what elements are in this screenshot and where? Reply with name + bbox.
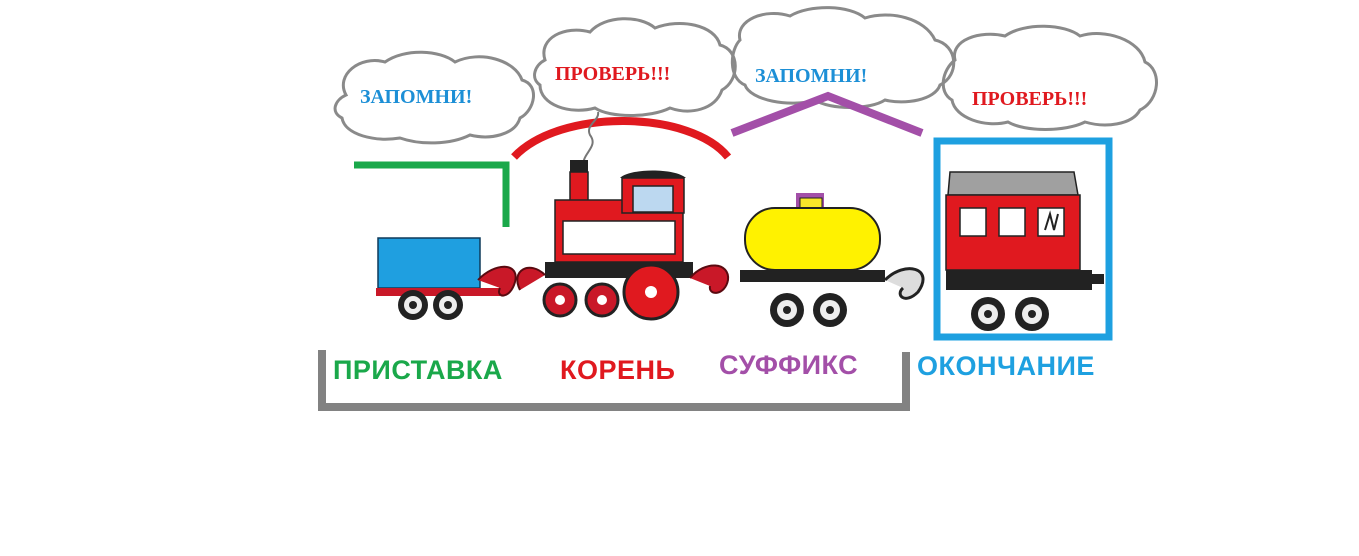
cloud-outline <box>533 17 737 117</box>
cloud-outline <box>730 6 956 109</box>
suffix-mark <box>730 91 924 137</box>
prefix-label: ПРИСТАВКА <box>333 355 503 385</box>
cloud-2: ПРОВЕРЬ!!! <box>533 17 737 117</box>
blue-wagon-icon <box>376 237 500 320</box>
cloud-4-text: ПРОВЕРЬ!!! <box>972 88 1087 110</box>
suffix-label: СУФФИКС <box>719 350 858 380</box>
yellow-tank-car-icon <box>740 193 925 327</box>
coupler <box>477 265 517 297</box>
cloud-2-text: ПРОВЕРЬ!!! <box>555 63 670 85</box>
ending-label: ОКОНЧАНИЕ <box>917 351 1095 381</box>
cloud-1: ЗАПОМНИ! <box>333 50 535 145</box>
red-passenger-car-icon <box>945 171 1104 331</box>
ending-mark <box>933 137 1113 341</box>
cloud-4: ПРОВЕРЬ!!! <box>941 24 1158 131</box>
cloud-3: ЗАПОМНИ! <box>730 6 956 109</box>
stem-bracket <box>318 350 910 411</box>
cloud-outline <box>333 50 535 145</box>
cloud-3-text: ЗАПОМНИ! <box>755 65 867 87</box>
steam-locomotive-icon <box>516 111 730 321</box>
root-label: КОРЕНЬ <box>560 355 675 385</box>
root-mark <box>511 117 732 160</box>
cloud-outline <box>941 24 1158 131</box>
prefix-mark <box>354 161 510 227</box>
cloud-1-text: ЗАПОМНИ! <box>360 86 472 108</box>
